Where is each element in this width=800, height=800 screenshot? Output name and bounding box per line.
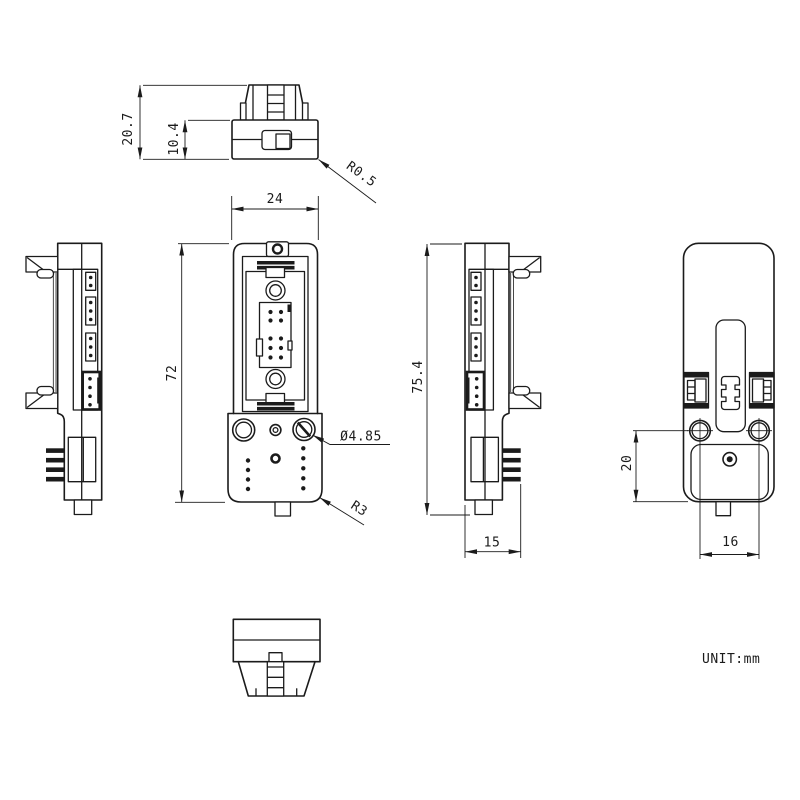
- cap-ladder: [266, 84, 285, 121]
- dim-label-10-4: 10.4: [167, 122, 182, 155]
- center-hole: [269, 423, 282, 437]
- din-rail-clip: [720, 375, 741, 411]
- screw-slot: [296, 421, 312, 438]
- dim-label-15: 15: [484, 536, 501, 551]
- bottom-ladder-cap: [268, 652, 283, 663]
- led-dots-left: [245, 458, 251, 492]
- right-side-view: [463, 242, 543, 516]
- rear-bottom-tab: [715, 501, 732, 517]
- upper-ring-inner: [269, 284, 282, 297]
- dim-label-dia-4-85: Ø4.85: [340, 430, 382, 445]
- rear-view-dimensions: 20 16: [620, 430, 760, 559]
- connector-block: [258, 301, 292, 369]
- rear-center-hole: [722, 451, 738, 467]
- dim-label-20-7: 20.7: [121, 112, 136, 145]
- rear-latch-right: [748, 371, 775, 409]
- lower-ring-outer: [265, 368, 286, 390]
- left-hole: [231, 418, 256, 442]
- connector-notch-right: [287, 340, 293, 351]
- lower-ring-inner: [269, 372, 282, 386]
- front-inner-frame: [241, 255, 309, 413]
- connector-pins: [268, 309, 284, 360]
- connector-notch-left: [255, 338, 264, 357]
- right-side-view-dimensions: 75.4 15: [411, 243, 522, 558]
- front-lower-body: [227, 412, 323, 503]
- upper-ring-outer: [265, 280, 286, 301]
- bottom-view: [232, 618, 321, 697]
- dim-label-24: 24: [267, 192, 284, 207]
- front-view: [227, 241, 323, 517]
- cap-side-tab-right: [301, 102, 309, 121]
- top-clamp-tab: [265, 266, 286, 279]
- dim-label-72: 72: [165, 365, 180, 382]
- rear-bottom-panel: [690, 443, 769, 501]
- din-rail-channel: [715, 319, 746, 433]
- rear-screw-hole-right: [746, 418, 772, 444]
- latch: [261, 129, 293, 151]
- rear-latch-left: [683, 371, 710, 409]
- left-side-view: [24, 242, 103, 516]
- top-mount-hole: [271, 243, 284, 255]
- connector-polarity-mark: [287, 304, 291, 312]
- top-view: [231, 84, 319, 160]
- front-bottom-tab: [274, 501, 292, 517]
- dim-label-20: 20: [620, 455, 635, 472]
- center-led-ring: [270, 453, 281, 464]
- cap-side-tab-left: [239, 102, 247, 121]
- front-view-dimensions: 24 72 Ø4.85 R3: [165, 192, 390, 526]
- rear-screw-hole-left: [687, 418, 713, 444]
- screw-head: [292, 417, 316, 442]
- led-dots-right: [301, 446, 306, 491]
- dim-label-r0-5: R0.5: [343, 159, 379, 191]
- rear-view: [682, 242, 775, 517]
- dim-label-16: 16: [722, 535, 739, 550]
- dim-label-75-4: 75.4: [411, 360, 426, 393]
- unit-note: UNIT:mm: [702, 652, 760, 667]
